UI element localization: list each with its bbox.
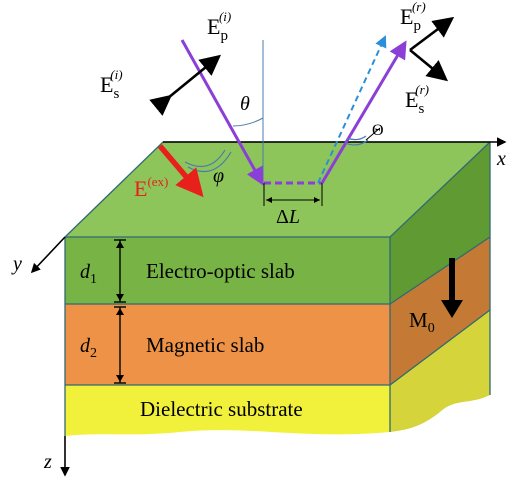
theta-label: θ <box>240 93 250 115</box>
external-field-label: E(ex) <box>134 174 168 201</box>
x-axis-label: x <box>496 148 506 170</box>
delta-l-label: ΔL <box>276 206 300 228</box>
ep-reflected-label: Ep(r) <box>400 0 426 34</box>
d1-marker <box>114 239 126 303</box>
z-axis-label: z <box>43 451 52 473</box>
es-incident-vector <box>149 54 222 116</box>
ep-reflected-vector <box>409 16 455 52</box>
magnetic-side-face <box>390 237 490 385</box>
y-axis <box>30 236 66 274</box>
magnetization-label: M0 <box>409 308 435 336</box>
phi-label: φ <box>213 165 224 187</box>
delta-l-arrowhead-right <box>314 197 320 203</box>
shifted-reflected-beam <box>317 35 387 184</box>
big-theta-leader <box>365 127 381 141</box>
phi-arc <box>184 149 226 168</box>
magnetization-arrowhead <box>441 300 463 318</box>
y-axis-label: y <box>11 253 22 275</box>
d1-label: d1 <box>80 261 97 287</box>
reflected-beam <box>320 40 407 184</box>
electro-optic-slab-label: Electro-optic slab <box>146 259 295 283</box>
theta-arc <box>232 117 264 127</box>
dielectric-substrate-label: Dielectric substrate <box>140 397 303 421</box>
big-theta-arc-inner <box>346 135 367 141</box>
big-theta-arc <box>344 139 369 146</box>
d2-marker <box>114 306 126 384</box>
top-face <box>65 142 490 237</box>
d2-label: d2 <box>80 335 97 361</box>
electro-optic-slab <box>65 237 390 304</box>
electro-optic-side-face <box>390 142 490 304</box>
dielectric-substrate <box>65 385 390 436</box>
ep-incident-label: Ep(i) <box>207 9 231 44</box>
magnetic-slab <box>65 304 390 385</box>
delta-l-arrowhead-left <box>266 197 272 203</box>
external-field-vector <box>157 144 204 198</box>
magnetic-slab-label: Magnetic slab <box>146 333 264 357</box>
big-theta-label: Θ <box>372 122 384 139</box>
es-incident-label: Es(i) <box>100 67 123 102</box>
substrate-side-face <box>390 310 490 432</box>
es-reflected-vector <box>409 48 449 82</box>
es-reflected-label: Es(r) <box>405 82 429 117</box>
